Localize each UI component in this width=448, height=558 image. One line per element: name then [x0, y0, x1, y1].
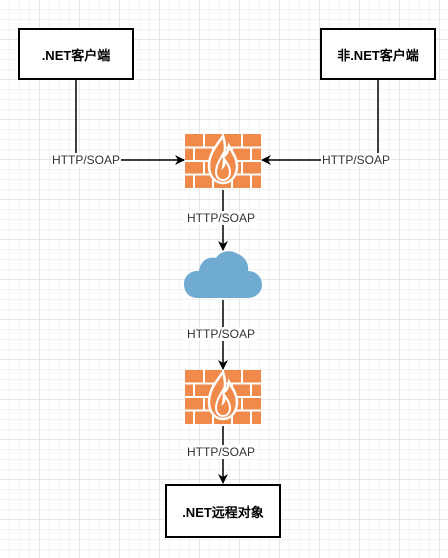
edge-label-cloud-firewall: HTTP/SOAP [186, 327, 257, 341]
client-net-node: .NET客户端 [18, 28, 134, 80]
edge-label-left: HTTP/SOAP [51, 153, 122, 167]
client-other-node: 非.NET客户端 [320, 28, 436, 80]
remote-object-label: .NET远程对象 [182, 504, 264, 520]
edge-label-firewall-remote: HTTP/SOAP [186, 445, 257, 459]
firewall-icon [183, 132, 263, 190]
edge-label-firewall-cloud: HTTP/SOAP [186, 211, 257, 225]
client-net-label: .NET客户端 [41, 47, 111, 63]
edge-label-right: HTTP/SOAP [321, 153, 392, 167]
cloud-icon [184, 251, 262, 298]
firewall-icon [183, 368, 263, 426]
client-other-label: 非.NET客户端 [337, 47, 419, 63]
remote-object-node: .NET远程对象 [165, 484, 281, 538]
